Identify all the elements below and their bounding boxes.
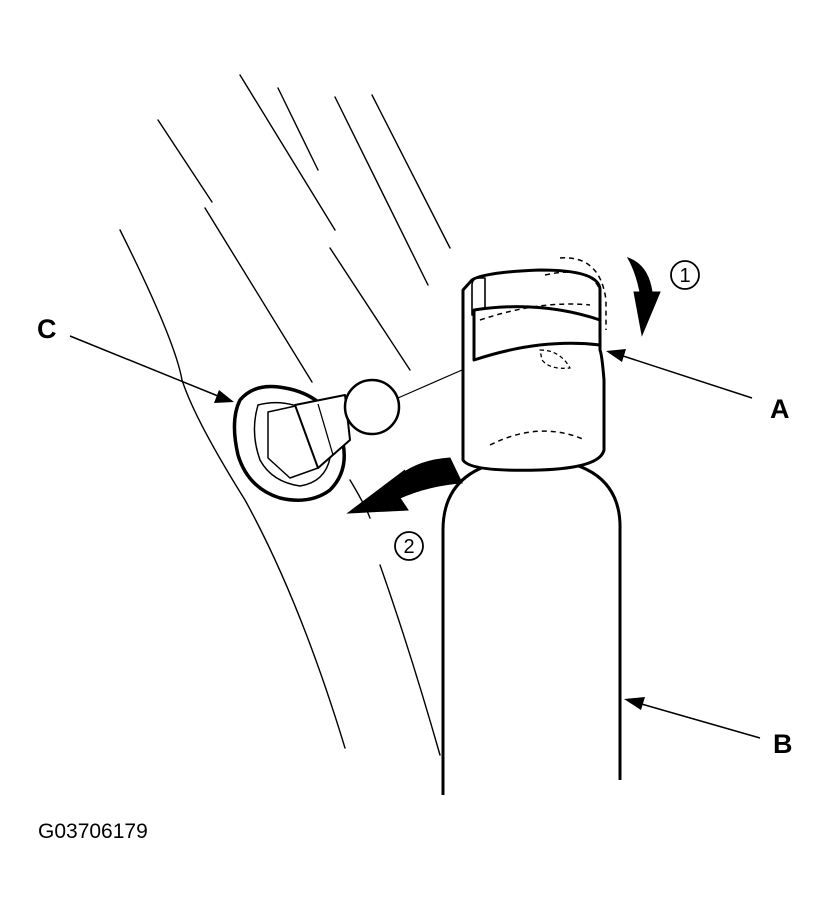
label-c: C [37, 314, 57, 344]
figure-code: G03706179 [38, 820, 148, 843]
label-a: A [770, 394, 790, 424]
step-1-arrow [626, 257, 661, 337]
step-1-marker: 1 [670, 260, 700, 290]
gas-strut-b [441, 456, 622, 795]
strut-socket-a [461, 257, 607, 472]
svg-text:1: 1 [679, 265, 690, 287]
leader-lines [69, 335, 761, 739]
label-b: B [773, 729, 793, 759]
alignment-line [397, 369, 463, 399]
ball-stud-c [232, 378, 401, 502]
step-2-marker: 2 [394, 531, 424, 561]
step-2-arrow [346, 457, 463, 514]
svg-text:2: 2 [403, 536, 414, 558]
trim-panel-lines [119, 74, 451, 756]
